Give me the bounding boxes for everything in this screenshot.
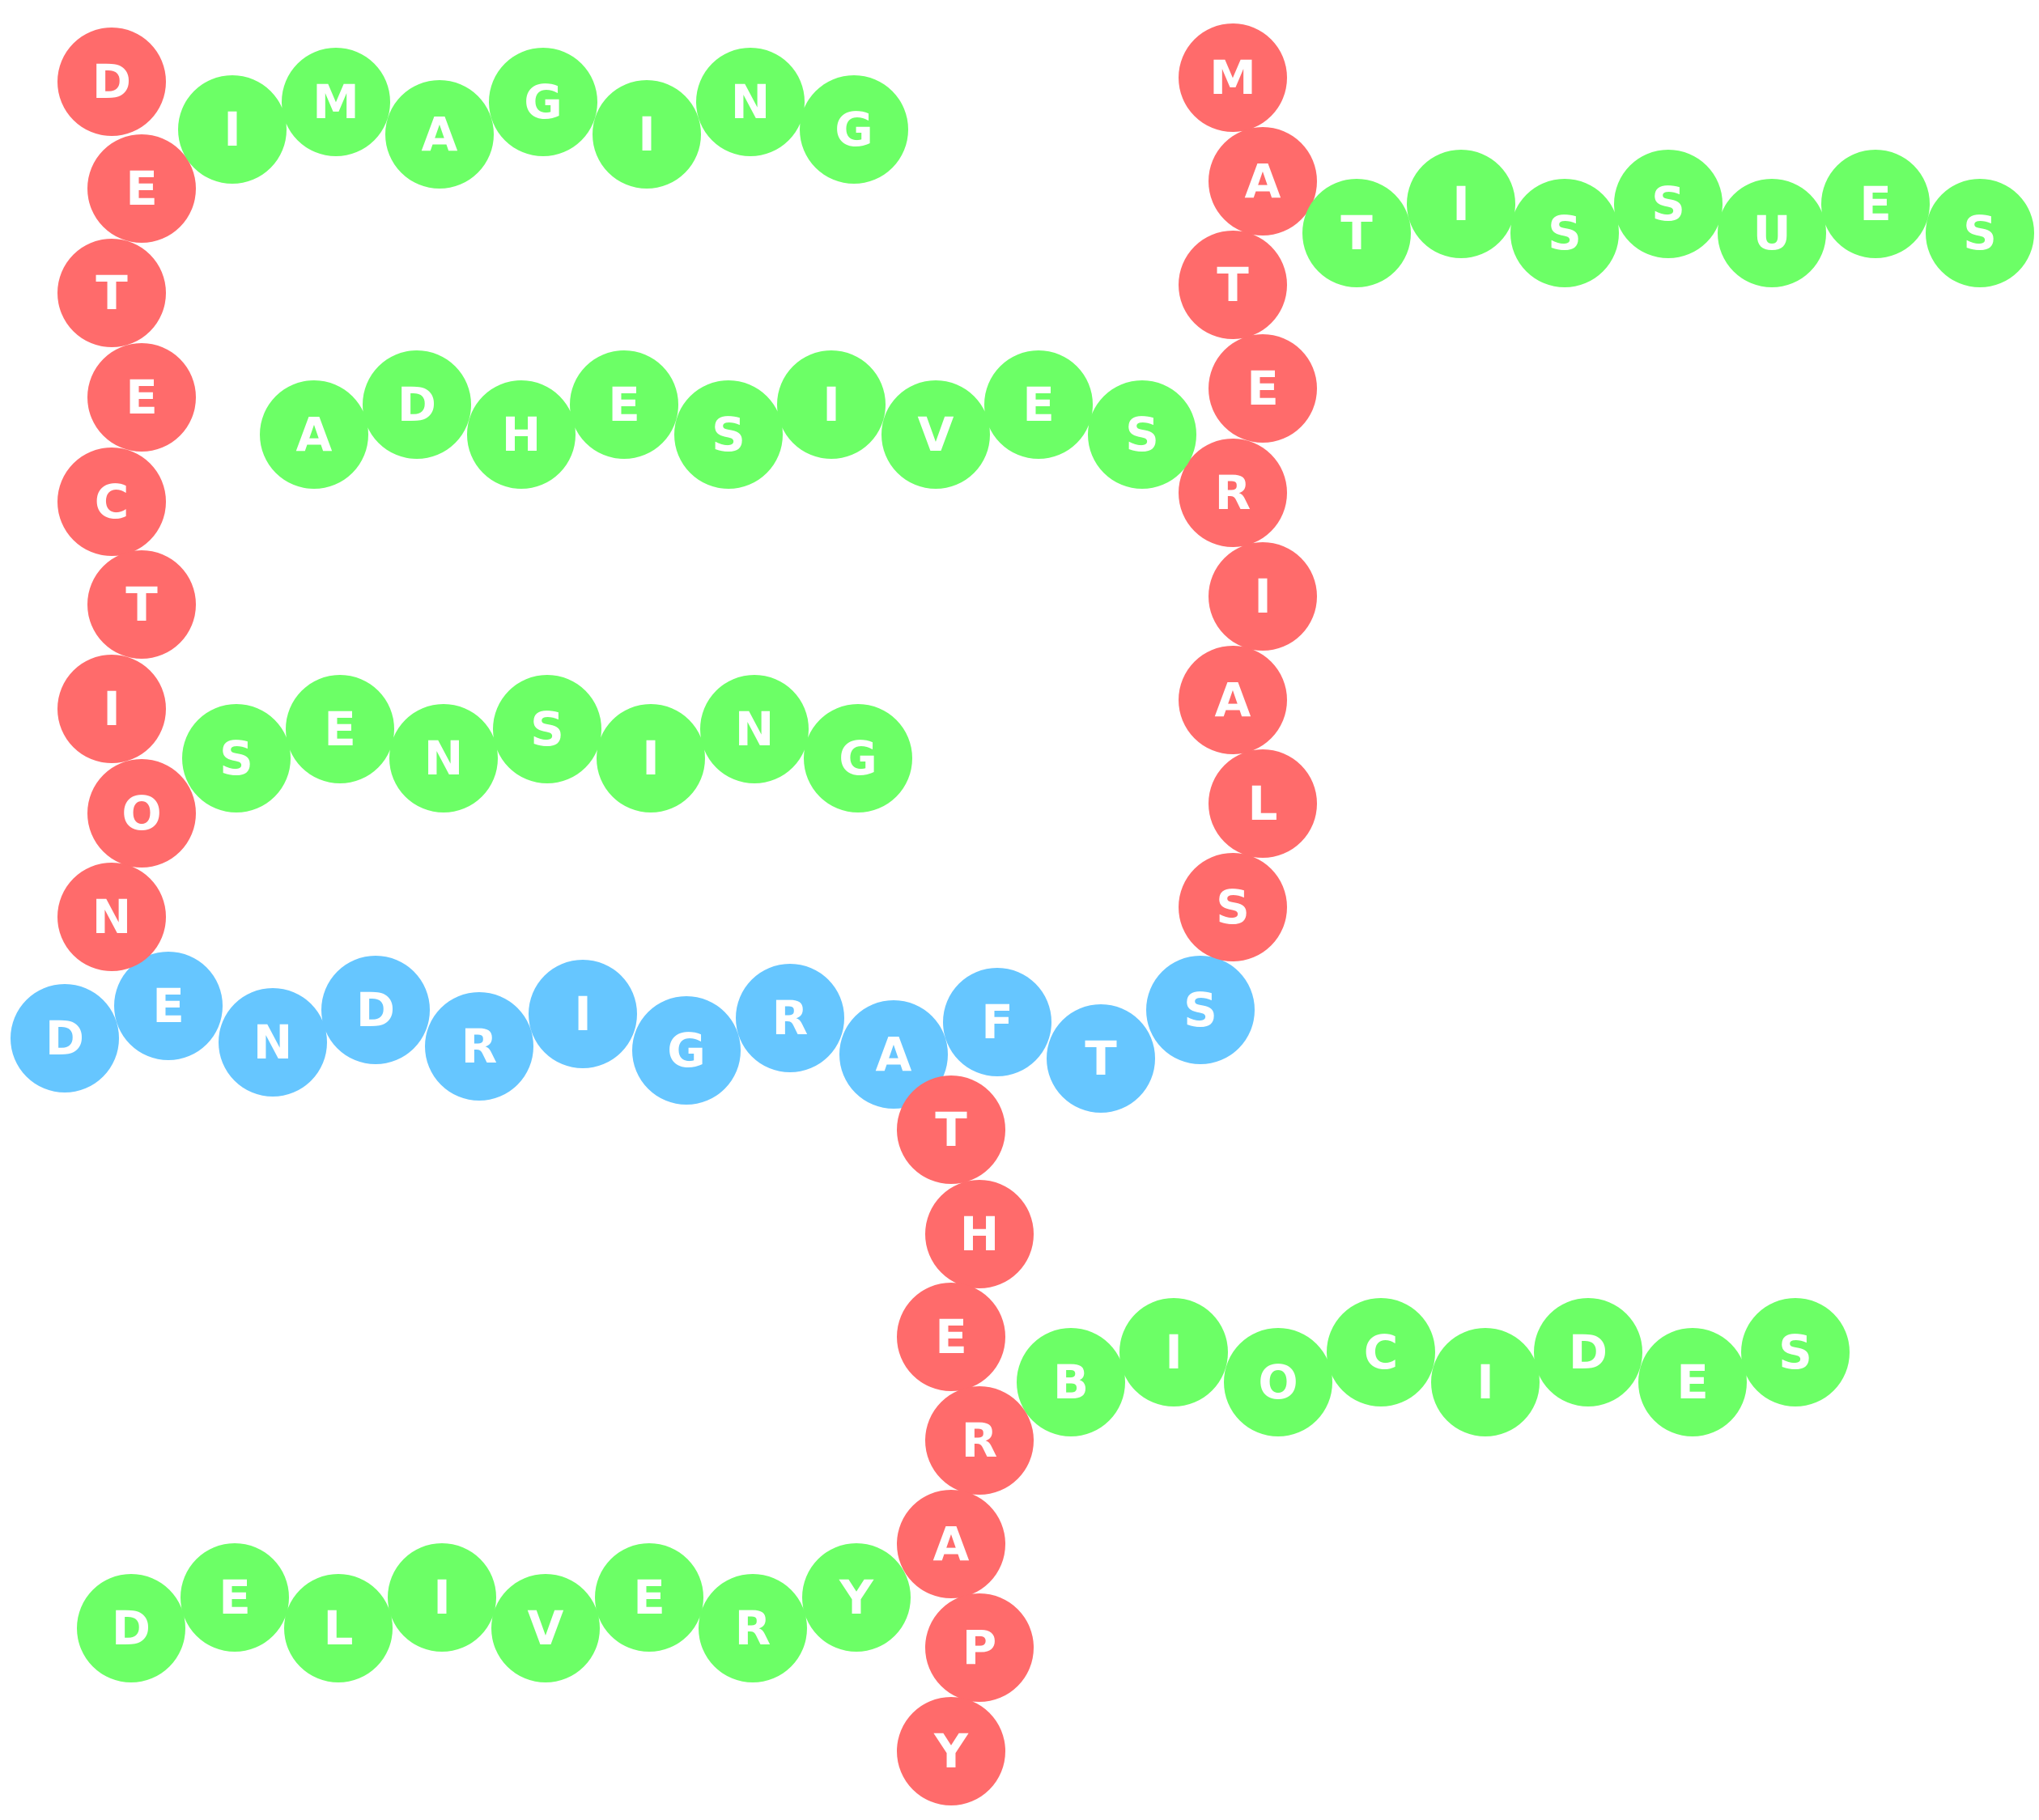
letter-bead-sensing-1: S <box>182 704 291 812</box>
letter-bead-detection-4: E <box>87 343 196 452</box>
letter-bead-materials-6: I <box>1209 542 1317 651</box>
letter-bead-therapy-4: R <box>925 1386 1034 1495</box>
letter-bead-dendrigrafts-4: D <box>321 956 430 1064</box>
letter-bead-therapy-5: A <box>897 1490 1005 1598</box>
letter-bead-dendrigrafts-5: R <box>425 992 533 1101</box>
letter-bead-sensing-3: N <box>389 704 498 812</box>
letter-bead-imaging-4: G <box>489 48 597 156</box>
letter-bead-sensing-4: S <box>493 675 601 783</box>
letter-bead-materials-4: E <box>1209 334 1317 443</box>
letter-bead-sensing-7: G <box>804 704 912 812</box>
letter-bead-tissues-6: E <box>1821 150 1930 258</box>
letter-bead-biocides-7: E <box>1638 1328 1747 1436</box>
letter-bead-delivery-3: L <box>284 1574 393 1682</box>
letter-bead-delivery-1: D <box>77 1574 185 1682</box>
letter-bead-adhesives-9: S <box>1088 380 1196 489</box>
letter-bead-tissues-1: T <box>1302 179 1411 287</box>
letter-bead-biocides-8: S <box>1741 1298 1850 1406</box>
letter-bead-materials-2: A <box>1209 127 1317 235</box>
letter-bead-delivery-4: I <box>388 1543 496 1652</box>
letter-bead-biocides-2: I <box>1119 1298 1228 1406</box>
letter-bead-imaging-6: N <box>696 48 805 156</box>
letter-bead-imaging-1: I <box>178 75 287 184</box>
letter-bead-therapy-7: Y <box>897 1697 1005 1805</box>
letter-bead-therapy-2: H <box>925 1180 1034 1288</box>
letter-bead-dendrigrafts-2: E <box>114 952 223 1060</box>
letter-bead-materials-9: S <box>1179 853 1287 961</box>
letter-bead-materials-1: M <box>1179 23 1287 132</box>
letter-bead-dendrigrafts-6: I <box>529 960 637 1068</box>
letter-bead-imaging-7: G <box>800 75 908 184</box>
letter-bead-delivery-6: E <box>595 1543 703 1652</box>
letter-bead-dendrigrafts-8: R <box>736 964 844 1072</box>
letter-bead-adhesives-6: I <box>777 350 886 459</box>
letter-bead-dendrigrafts-1: D <box>11 984 119 1092</box>
letter-bead-detection-6: T <box>87 550 196 659</box>
letter-bead-sensing-6: N <box>700 675 809 783</box>
letter-bead-therapy-1: T <box>897 1075 1005 1184</box>
letter-bead-adhesives-3: H <box>467 380 576 489</box>
letter-bead-delivery-5: V <box>491 1574 600 1682</box>
letter-bead-tissues-3: S <box>1510 179 1619 287</box>
letter-bead-adhesives-1: A <box>260 380 368 489</box>
letter-bead-sensing-2: E <box>286 675 394 783</box>
letter-bead-delivery-7: R <box>699 1574 807 1682</box>
letter-bead-biocides-4: C <box>1327 1298 1435 1406</box>
letter-bead-detection-9: N <box>57 863 166 971</box>
letter-bead-delivery-8: Y <box>802 1543 911 1652</box>
letter-bead-dendrigrafts-12: S <box>1146 956 1255 1064</box>
letter-bead-adhesives-8: E <box>984 350 1093 459</box>
letter-bead-adhesives-4: E <box>570 350 678 459</box>
letter-bead-biocides-5: I <box>1431 1328 1540 1436</box>
letter-bead-detection-2: E <box>87 134 196 243</box>
letter-bead-tissues-5: U <box>1718 179 1826 287</box>
letter-bead-sensing-5: I <box>597 704 705 812</box>
letter-bead-imaging-2: M <box>282 48 390 156</box>
letter-bead-detection-3: T <box>57 239 166 347</box>
letter-bead-dendrigrafts-10: F <box>943 968 1051 1076</box>
letter-bead-biocides-3: O <box>1224 1328 1332 1436</box>
letter-bead-detection-5: C <box>57 448 166 556</box>
letter-bead-detection-8: O <box>87 759 196 868</box>
letter-bead-tissues-4: S <box>1614 150 1723 258</box>
letter-bead-tissues-2: I <box>1407 150 1515 258</box>
letter-bead-tissues-7: S <box>1926 179 2034 287</box>
letter-bead-dendrigrafts-11: T <box>1047 1004 1155 1113</box>
letter-bead-adhesives-5: S <box>674 380 783 489</box>
letter-bead-biocides-6: D <box>1534 1298 1642 1406</box>
letter-bead-biocides-1: B <box>1017 1328 1125 1436</box>
letter-bead-imaging-5: I <box>593 80 701 189</box>
letter-bead-materials-7: A <box>1179 646 1287 754</box>
letter-bead-materials-5: R <box>1179 439 1287 547</box>
letter-bead-delivery-2: E <box>181 1543 289 1652</box>
letter-bead-adhesives-2: D <box>363 350 471 459</box>
letter-bead-adhesives-7: V <box>881 380 990 489</box>
letter-bead-detection-1: D <box>57 28 166 136</box>
letter-bead-materials-3: T <box>1179 231 1287 339</box>
letter-bead-materials-8: L <box>1209 749 1317 858</box>
letter-bead-detection-7: I <box>57 655 166 763</box>
letter-bead-dendrigrafts-7: G <box>632 996 741 1105</box>
letter-bead-imaging-3: A <box>385 80 494 189</box>
letter-bead-therapy-6: P <box>925 1593 1034 1702</box>
letter-bead-therapy-3: E <box>897 1283 1005 1391</box>
letter-bead-dendrigrafts-3: N <box>219 988 327 1097</box>
